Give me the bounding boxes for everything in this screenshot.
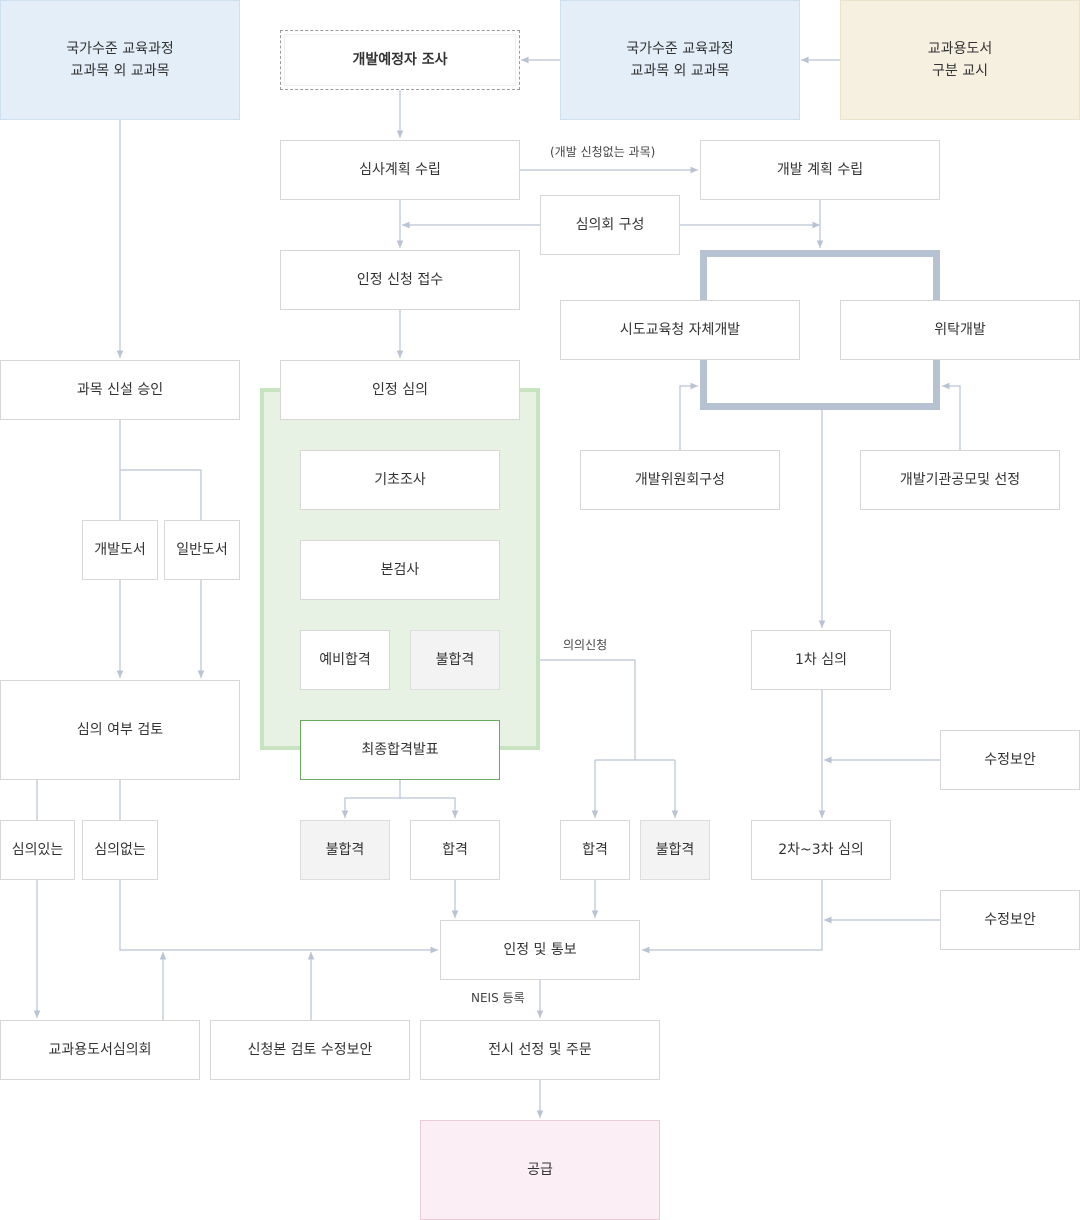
developer-survey-box: 개발예정자 조사 <box>280 30 520 90</box>
council-formation-box: 심의회 구성 <box>540 195 680 255</box>
revision-box-1: 수정보안 <box>940 730 1080 790</box>
development-plan-box: 개발 계획 수립 <box>700 140 940 200</box>
revision-box-2: 수정보안 <box>940 890 1080 950</box>
pass-box-objection: 합격 <box>560 820 630 880</box>
application-intake-box: 인정 신청 접수 <box>280 250 520 310</box>
self-development-box: 시도교육청 자체개발 <box>560 300 800 360</box>
textbook-council-box: 교과용도서심의회 <box>0 1020 200 1080</box>
final-announcement-box: 최종합격발표 <box>300 720 500 780</box>
pass-box-final: 합격 <box>410 820 500 880</box>
first-review-box: 1차 심의 <box>751 630 891 690</box>
approval-review-box: 인정 심의 <box>280 360 520 420</box>
fail-box-objection: 불합격 <box>640 820 710 880</box>
developed-book-box: 개발도서 <box>82 520 158 580</box>
preliminary-pass-box: 예비합격 <box>300 630 390 690</box>
second-third-review-box: 2차~3차 심의 <box>751 820 891 880</box>
revision-review-box: 신청본 검토 수정보안 <box>210 1020 410 1080</box>
agency-selection-box: 개발기관공모및 선정 <box>860 450 1060 510</box>
fail-box-final: 불합격 <box>300 820 390 880</box>
without-review-box: 심의없는 <box>82 820 158 880</box>
outsourced-development-box: 위탁개발 <box>840 300 1080 360</box>
review-plan-box: 심사계획 수립 <box>280 140 520 200</box>
fail-box-review: 불합격 <box>410 630 500 690</box>
subject-approval-box: 과목 신설 승인 <box>0 360 240 420</box>
supply-box: 공급 <box>420 1120 660 1220</box>
objection-label: 의의신청 <box>563 638 608 652</box>
no-application-label: (개발 신청없는 과목) <box>550 145 656 159</box>
basic-survey-box: 기초조사 <box>300 450 500 510</box>
with-review-box: 심의있는 <box>0 820 75 880</box>
national-curriculum-box-left: 국가수준 교육과정 교과목 외 교과목 <box>0 0 240 120</box>
approval-notice-box: 인정 및 통보 <box>440 920 640 980</box>
national-curriculum-box-mid: 국가수준 교육과정 교과목 외 교과목 <box>560 0 800 120</box>
textbook-classification-box: 교과용도서 구분 교시 <box>840 0 1080 120</box>
exhibit-order-box: 전시 선정 및 주문 <box>420 1020 660 1080</box>
main-inspection-box: 본검사 <box>300 540 500 600</box>
review-necessity-box: 심의 여부 검토 <box>0 680 240 780</box>
neis-registration-label: NEIS 등록 <box>471 991 525 1005</box>
committee-formation-box: 개발위원회구성 <box>580 450 780 510</box>
general-book-box: 일반도서 <box>164 520 240 580</box>
